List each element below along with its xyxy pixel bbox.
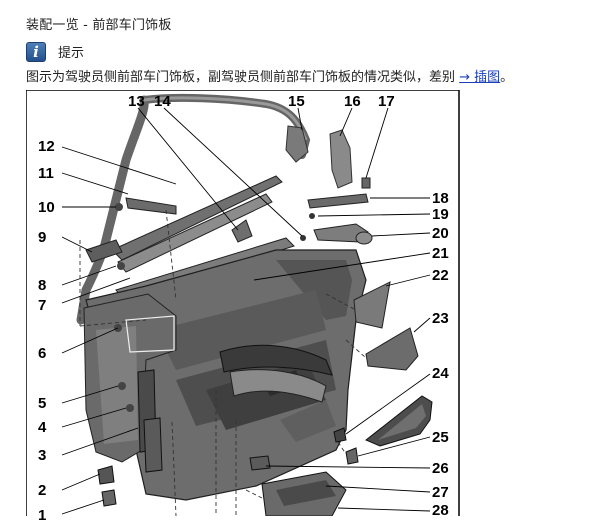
callout-15: 15	[288, 93, 305, 110]
callout-22: 22	[432, 267, 449, 284]
callout-5: 5	[38, 395, 47, 412]
callout-7: 7	[38, 297, 47, 314]
callout-25: 25	[432, 429, 449, 446]
callout-21: 21	[432, 245, 449, 262]
callout-16: 16	[344, 93, 361, 110]
description-end: 。	[500, 70, 514, 85]
callout-27: 27	[432, 484, 449, 501]
callout-11: 11	[38, 165, 54, 182]
callout-10: 10	[38, 199, 55, 216]
callout-23: 23	[432, 310, 449, 327]
callout-20: 20	[432, 225, 449, 242]
page-title: 装配一览 - 前部车门饰板	[26, 18, 172, 33]
callout-18: 18	[432, 190, 449, 207]
callout-8: 8	[38, 277, 47, 294]
hint-label: 提示	[58, 46, 85, 61]
callout-4: 4	[38, 419, 47, 436]
callout-12: 12	[38, 138, 55, 155]
callout-17: 17	[378, 93, 395, 110]
exploded-view-figure: 1 2 3 4 5 6 7 8 9 10 11 12 13 14 15 16 1…	[26, 90, 460, 523]
hint-row: i 提示	[26, 38, 84, 62]
callout-14: 14	[154, 93, 171, 110]
callout-6: 6	[38, 345, 47, 362]
callout-26: 26	[432, 460, 449, 477]
description: 图示为驾驶员侧前部车门饰板，副驾驶员侧前部车门饰板的情况类似，差别 → 插图。	[26, 66, 513, 85]
callout-24: 24	[432, 365, 449, 382]
door-trim-drawing	[26, 90, 460, 516]
callout-9: 9	[38, 229, 47, 246]
info-icon: i	[26, 42, 46, 62]
callout-2: 2	[38, 482, 47, 499]
callout-28: 28	[432, 502, 449, 519]
callout-19: 19	[432, 206, 449, 223]
callout-13: 13	[128, 93, 145, 110]
description-text: 图示为驾驶员侧前部车门饰板，副驾驶员侧前部车门饰板的情况类似，差别	[26, 70, 460, 85]
figure-link[interactable]: → 插图	[459, 70, 501, 85]
callout-3: 3	[38, 447, 47, 464]
